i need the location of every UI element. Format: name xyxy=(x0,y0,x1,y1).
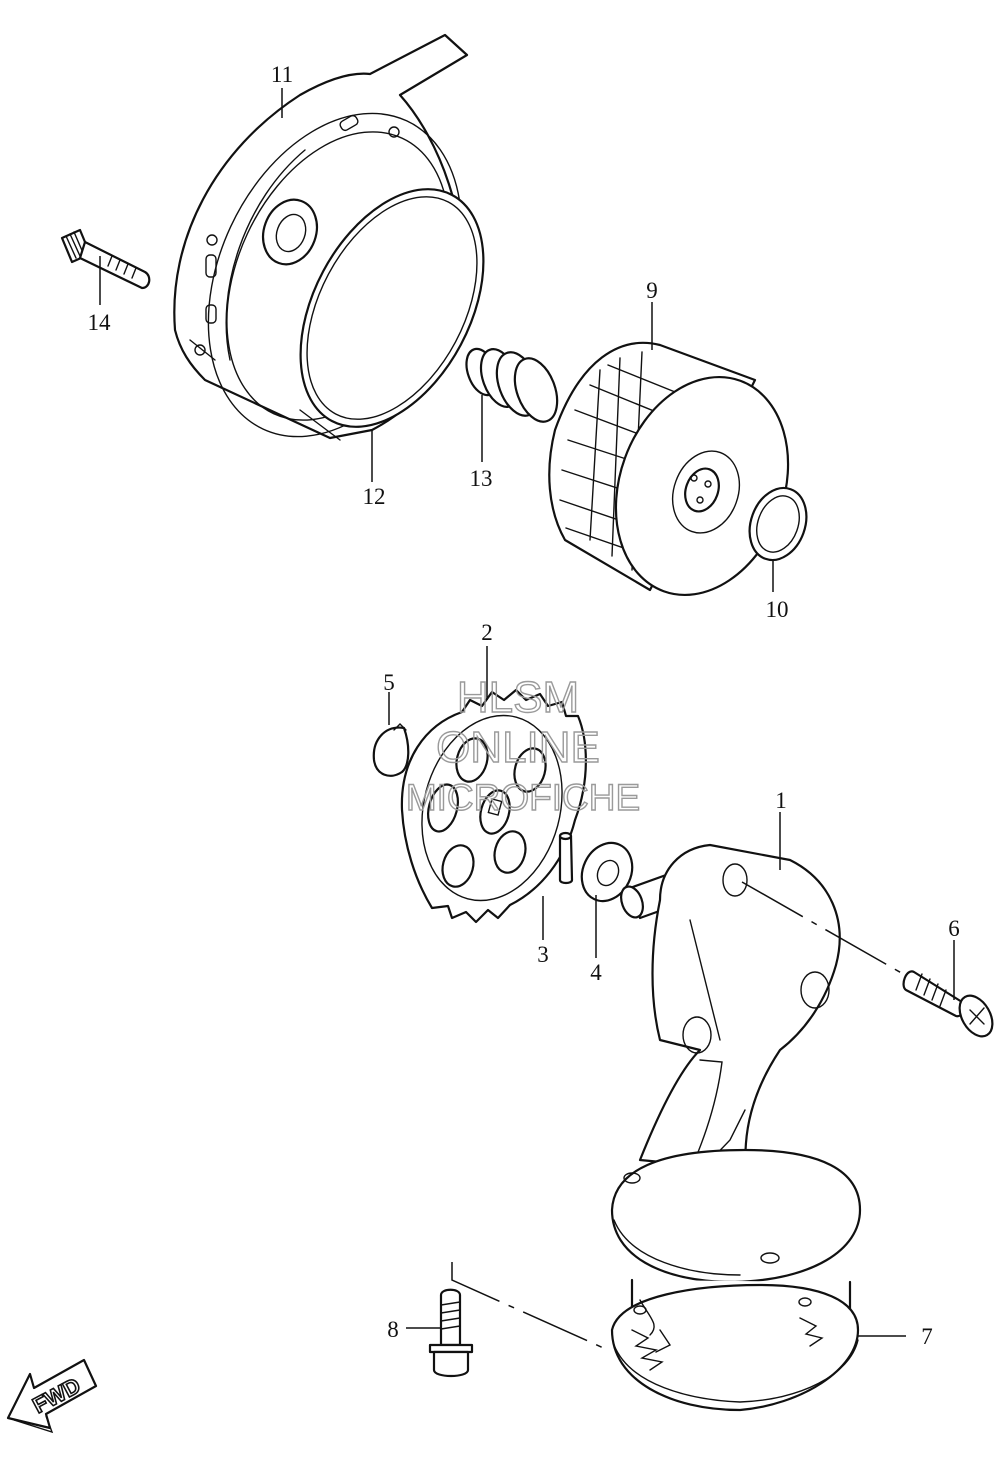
watermark-line-3: MICROFICHE xyxy=(406,777,640,818)
callout-10: 10 xyxy=(766,597,789,622)
part-6-bolt xyxy=(902,970,994,1038)
callout-9: 9 xyxy=(646,278,658,303)
callout-5: 5 xyxy=(383,670,395,695)
part-9-oil-filter xyxy=(548,341,790,597)
callout-1: 1 xyxy=(775,788,787,813)
callout-labels: 1 2 3 4 5 6 7 8 9 10 11 12 13 14 xyxy=(88,62,960,1349)
watermark-line-2: ONLINE xyxy=(436,723,600,772)
part-1-oil-pump-body xyxy=(610,843,862,1317)
fwd-direction-badge: FWD xyxy=(6,1358,98,1434)
callout-3: 3 xyxy=(537,942,549,967)
watermark-line-1: HLSM xyxy=(457,673,579,722)
leader-lines xyxy=(99,88,955,1351)
part-2-pump-gear xyxy=(400,688,587,924)
part-14-bolt xyxy=(60,228,151,290)
callout-14: 14 xyxy=(88,310,112,335)
callout-13: 13 xyxy=(470,466,493,491)
part-8-bolt xyxy=(428,1288,474,1378)
callout-4: 4 xyxy=(590,960,602,985)
part-5-circlip xyxy=(372,723,410,777)
callout-6: 6 xyxy=(948,916,960,941)
callout-2: 2 xyxy=(481,620,493,645)
callout-7: 7 xyxy=(921,1324,933,1349)
part-3-pin xyxy=(558,831,574,885)
part-7-oil-strainer xyxy=(610,1283,860,1412)
part-13-spring xyxy=(465,347,559,423)
part-4-washer xyxy=(580,841,634,903)
callout-8: 8 xyxy=(387,1317,399,1342)
part-12-o-ring xyxy=(299,188,485,428)
callout-12: 12 xyxy=(363,484,386,509)
part-10-o-ring xyxy=(748,486,808,562)
callout-11: 11 xyxy=(271,62,293,87)
watermark: HLSM ONLINE MICROFICHE xyxy=(405,672,641,818)
